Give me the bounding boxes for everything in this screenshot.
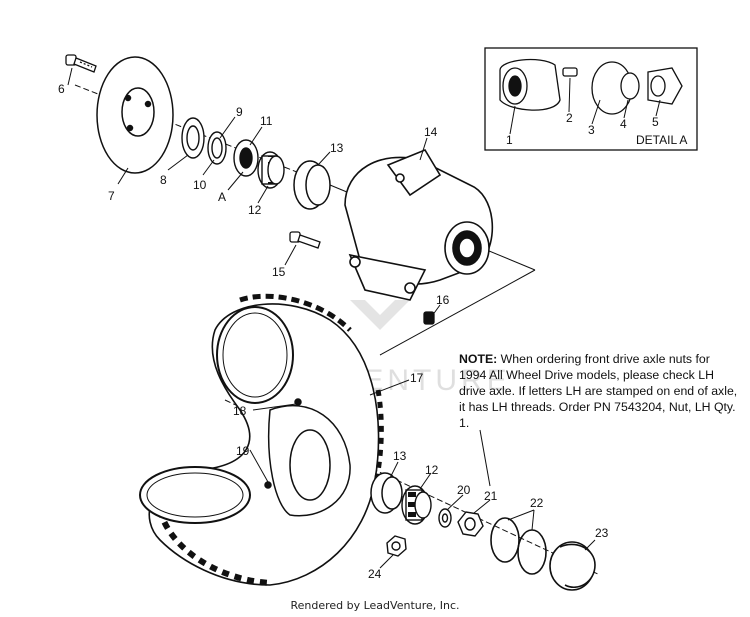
callout-13-upper: 13 — [330, 141, 344, 155]
footer-credit: Rendered by LeadVenture, Inc. — [290, 599, 460, 612]
part-24-lug-nut — [386, 535, 407, 557]
detail-callout-2: 2 — [566, 111, 573, 125]
detail-callout-3: 3 — [588, 123, 595, 137]
callout-6: 6 — [58, 82, 65, 96]
callout-16: 16 — [436, 293, 450, 307]
parts-8-11-seals — [181, 117, 259, 177]
part-7-brake-disc — [96, 56, 174, 174]
callout-A: A — [218, 190, 226, 204]
part-17-tire — [139, 293, 384, 586]
callout-19: 19 — [236, 444, 250, 458]
part-23-hub-cap — [549, 541, 596, 591]
callout-7: 7 — [108, 189, 115, 203]
part-6-bolt — [65, 54, 97, 73]
detail-callout-4: 4 — [620, 117, 627, 131]
callout-15: 15 — [272, 265, 286, 279]
part-12-bearing-lower — [401, 485, 432, 525]
part-13-race-lower — [370, 472, 403, 514]
part-20-washer — [438, 508, 452, 528]
part-12-bearing-upper — [257, 151, 285, 189]
leader-lines — [67, 67, 596, 569]
part-21-axle-nut — [457, 511, 484, 537]
callout-8: 8 — [160, 173, 167, 187]
detail-a-label: DETAIL A — [636, 133, 687, 147]
callout-11: 11 — [260, 114, 273, 128]
callout-23: 23 — [595, 526, 609, 540]
callout-20: 20 — [457, 483, 471, 497]
part-16-stud — [423, 311, 435, 325]
callout-9: 9 — [236, 105, 243, 119]
callout-17: 17 — [410, 371, 424, 385]
callout-14: 14 — [424, 125, 438, 139]
callout-18: 18 — [233, 404, 247, 418]
ordering-note: NOTE: When ordering front drive axle nut… — [459, 351, 739, 431]
note-heading: NOTE: — [459, 352, 498, 366]
callout-10: 10 — [193, 178, 207, 192]
part-14-hub-knuckle — [344, 149, 494, 301]
part-15-bolt — [289, 231, 321, 249]
detail-callout-1: 1 — [506, 133, 513, 147]
part-19-wheel-rim — [264, 398, 351, 517]
callout-24: 24 — [368, 567, 382, 581]
callout-22: 22 — [530, 496, 544, 510]
detail-callout-5: 5 — [652, 115, 659, 129]
note-body: When ordering front drive axle nuts for … — [459, 352, 738, 430]
callout-12-lower: 12 — [425, 463, 439, 477]
callout-21: 21 — [484, 489, 498, 503]
callout-13-lower: 13 — [393, 449, 407, 463]
part-13-race-upper — [293, 160, 331, 210]
callout-12-upper: 12 — [248, 203, 262, 217]
detail-a-inset: DETAIL A 1 2 3 4 5 — [484, 47, 698, 151]
callout-numbers: 6 7 8 9 10 11 A 12 13 14 15 16 17 18 19 … — [58, 82, 609, 581]
